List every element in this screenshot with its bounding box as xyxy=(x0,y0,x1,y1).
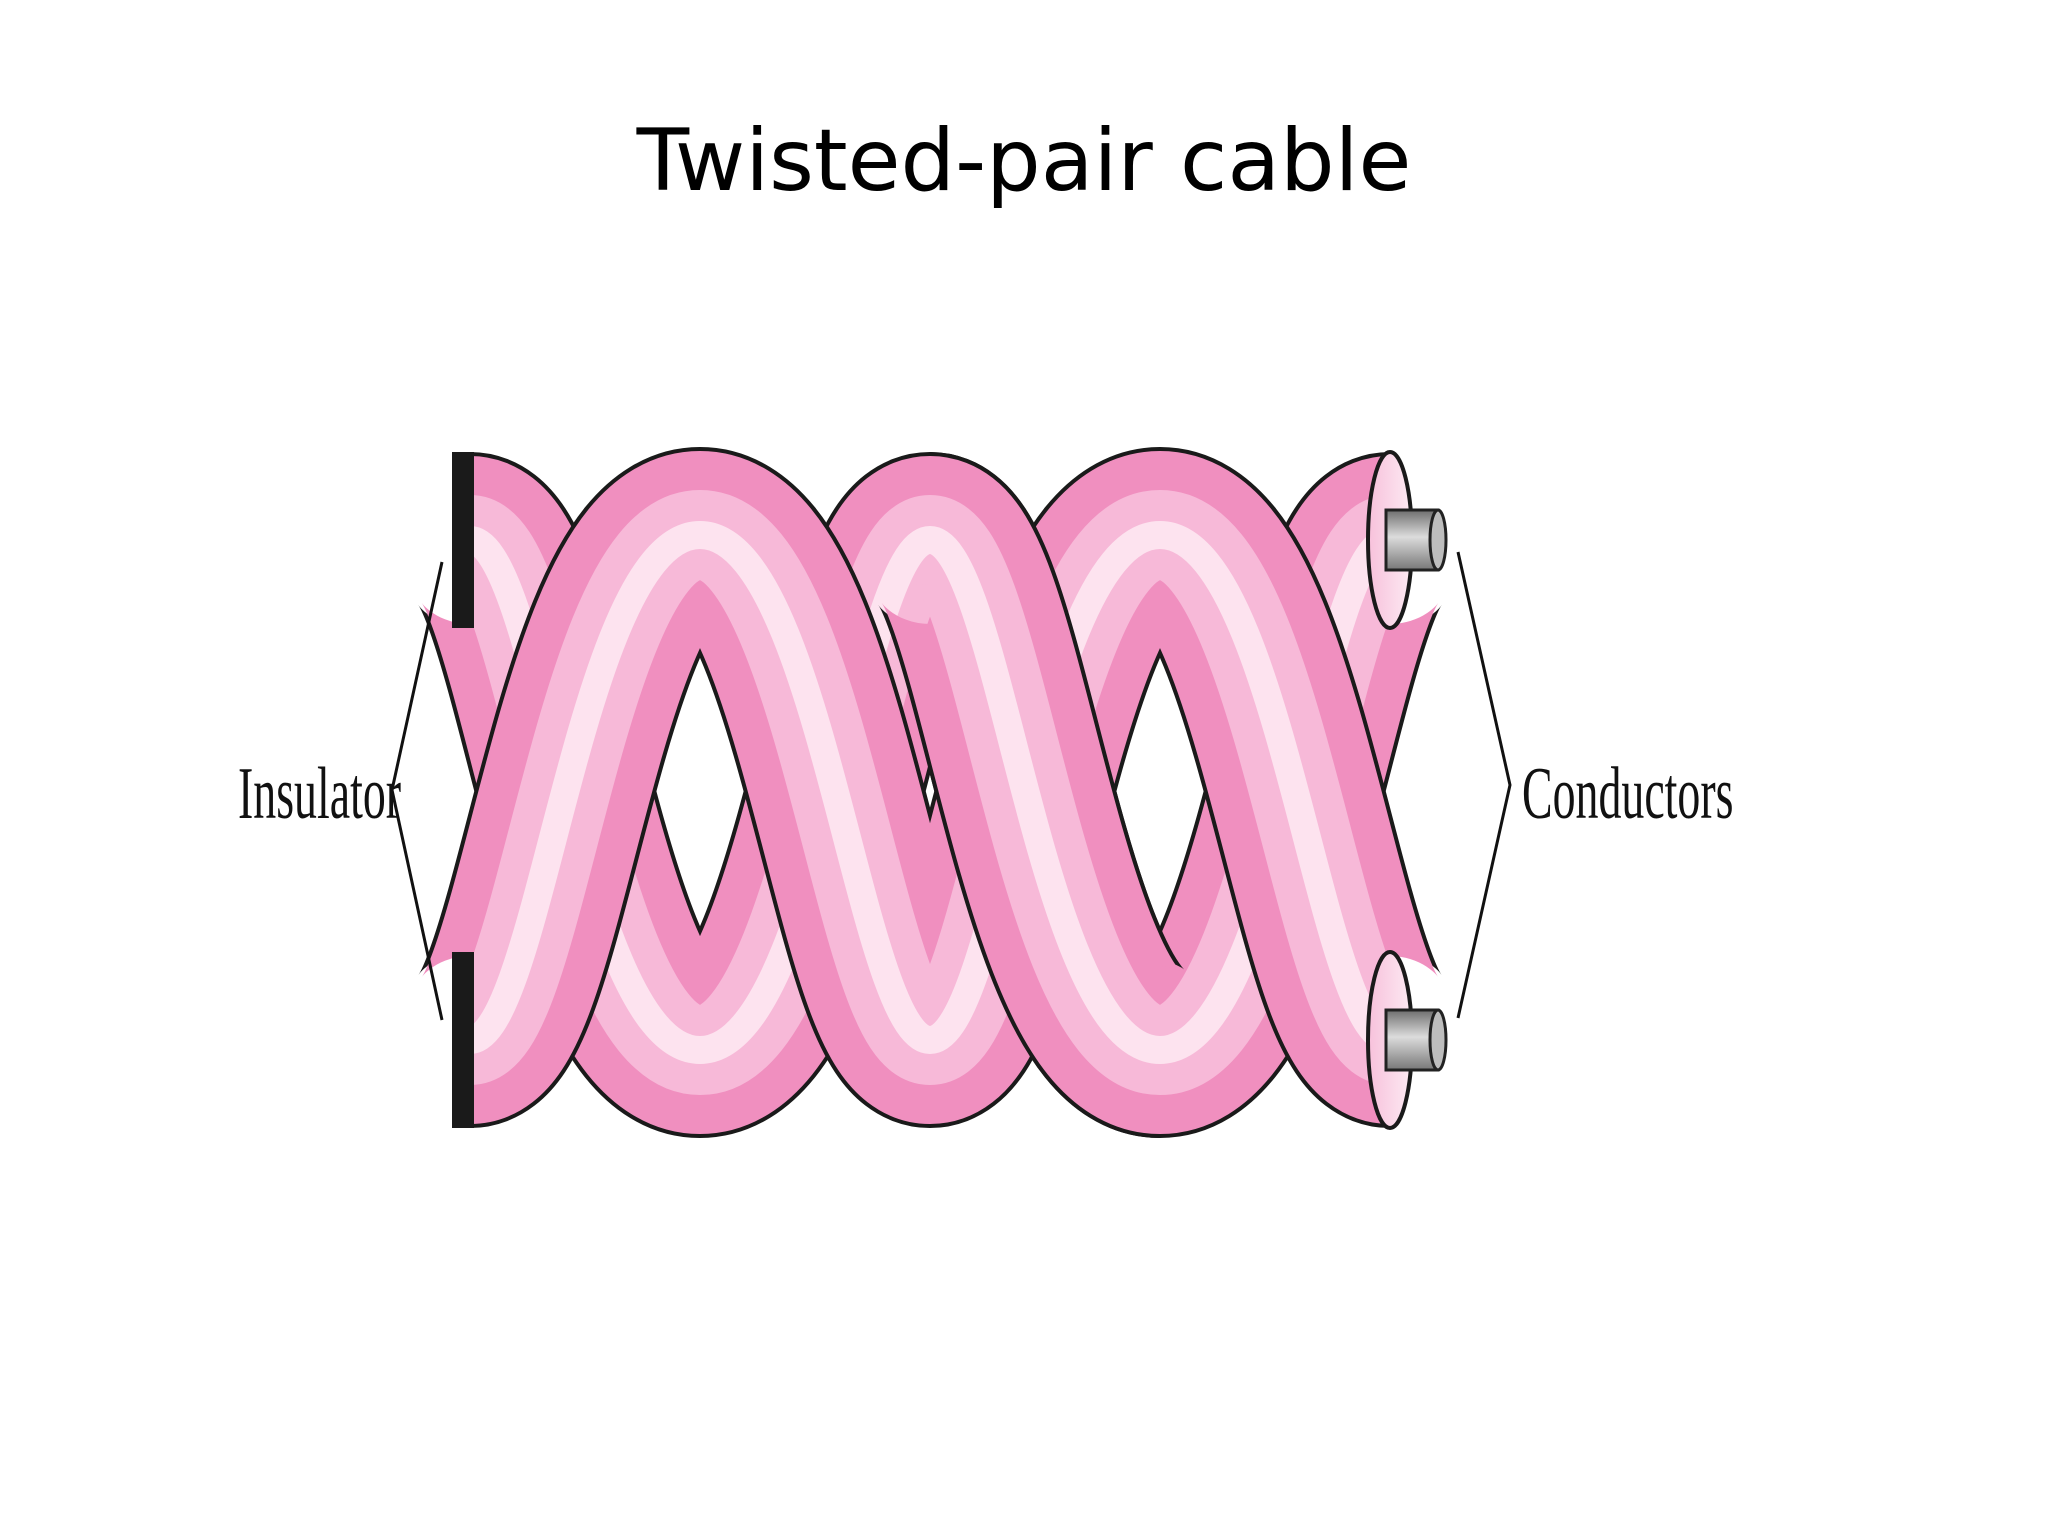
wire-b-left-end xyxy=(452,952,474,1128)
insulator-bracket xyxy=(390,561,444,1021)
conductors-bracket xyxy=(1456,551,1512,1019)
wire-b xyxy=(415,446,1445,1129)
conductor-bottom xyxy=(1384,1008,1448,1072)
wire-a-left-end xyxy=(452,452,474,628)
slide-title: Twisted-pair cable xyxy=(636,111,1412,211)
conductor-top xyxy=(1384,508,1448,572)
insulator-label: Insulator xyxy=(238,753,401,835)
conductors-label: Conductors xyxy=(1522,753,1733,835)
wire-a-overlap xyxy=(875,452,1190,1138)
